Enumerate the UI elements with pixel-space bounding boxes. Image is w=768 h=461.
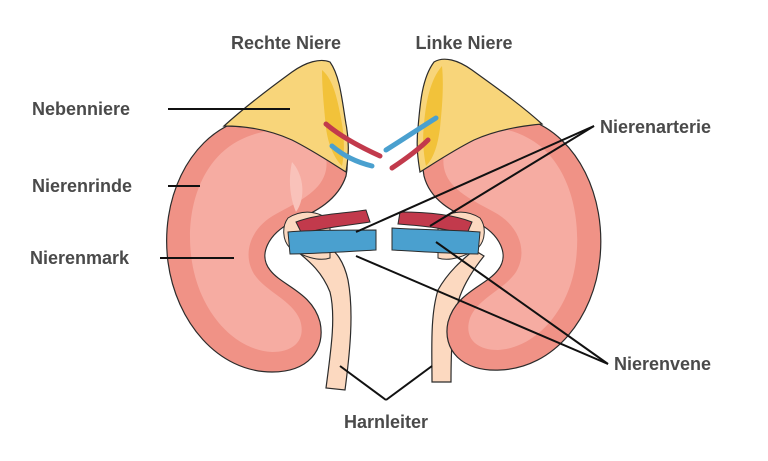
label-left-kidney: Linke Niere — [415, 33, 512, 53]
label-renal-medulla: Nierenmark — [30, 248, 130, 268]
left-kidney-medulla — [443, 127, 578, 350]
leader-artery-2 — [429, 125, 595, 227]
label-renal-artery: Nierenarterie — [600, 117, 711, 137]
leader-artery-1 — [355, 125, 595, 233]
left-ureter — [431, 249, 485, 383]
labels: Rechte Niere Linke Niere Nebenniere Nier… — [30, 33, 711, 432]
right-renal-vein — [287, 229, 377, 255]
left-renal-vein — [391, 227, 481, 255]
label-right-kidney: Rechte Niere — [231, 33, 341, 53]
left-adrenal-vein — [383, 115, 439, 153]
leader-lines — [160, 108, 609, 401]
left-kidney — [383, 58, 602, 383]
right-kidney — [166, 59, 383, 391]
leader-vein-1 — [355, 255, 609, 365]
left-adrenal-artery — [389, 137, 431, 171]
label-adrenal-gland: Nebenniere — [32, 99, 130, 119]
label-ureter: Harnleiter — [344, 412, 428, 432]
leader-vein-2 — [435, 241, 609, 365]
label-renal-cortex: Nierenrinde — [32, 176, 132, 196]
right-adrenal-gland — [222, 59, 349, 173]
leader-ureter-2 — [385, 365, 433, 401]
right-adrenal-artery — [323, 121, 383, 159]
right-kidney-highlight — [289, 162, 303, 212]
right-ureter — [296, 245, 352, 391]
leader-ureter-1 — [339, 365, 387, 401]
right-adrenal-vein — [329, 143, 375, 169]
label-renal-vein: Nierenvene — [614, 354, 711, 374]
right-adrenal-shade — [322, 70, 344, 166]
